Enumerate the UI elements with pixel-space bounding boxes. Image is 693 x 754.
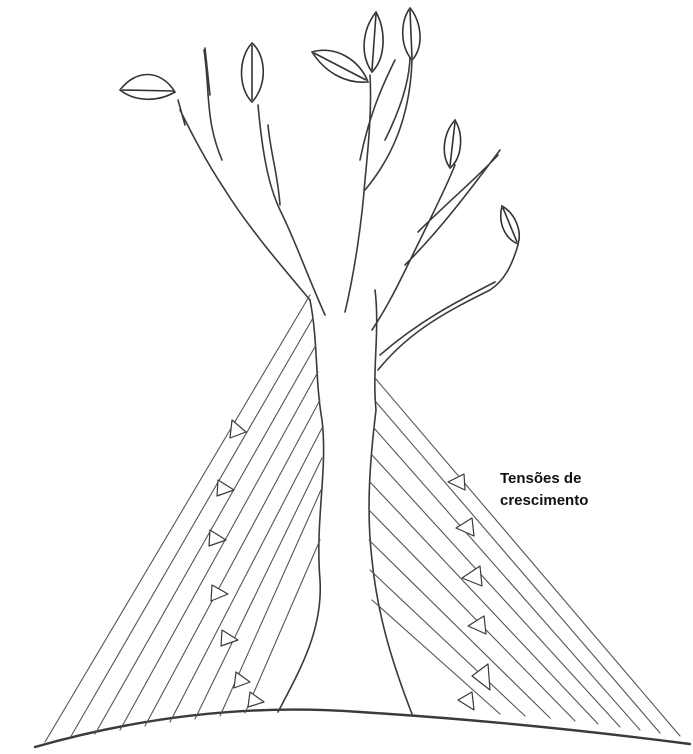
arrow-right-2 [456,518,474,536]
arrows-right [448,474,490,710]
arrow-left-7 [248,692,264,707]
stress-lines-right [369,378,680,736]
caption-line-1: Tensões de [500,468,588,490]
branch-left [258,105,325,315]
arrow-left-6 [234,672,250,688]
stress-line-right-2 [376,402,660,733]
branch-center [345,55,412,312]
branch-far-right [378,245,518,370]
arrow-right-1 [448,474,465,490]
trunk-left-outline [278,300,324,712]
stress-line-right-5 [370,482,598,724]
stress-line-left-1 [45,295,310,742]
leaf-center-right [403,8,420,60]
arrow-left-5 [221,630,238,646]
arrows-left [209,420,264,707]
stress-line-right-7 [369,540,550,718]
arrow-left-1 [230,420,246,438]
arrow-right-4 [468,616,486,634]
stress-line-left-9 [245,540,320,713]
branch-right [372,150,500,330]
caption-line-2: crescimento [500,490,588,512]
leaf-far-left [120,75,175,100]
stress-lines-left [45,295,322,742]
leaf-center-left [312,50,368,82]
stress-line-right-1 [375,378,680,736]
ground-line [35,710,690,747]
stress-line-right-8 [370,570,525,716]
leaf-center [364,12,383,72]
leaf-left [242,43,264,102]
stress-line-left-4 [120,372,318,730]
arrow-right-6 [458,692,474,710]
trunk-right-outline [369,290,412,714]
stress-line-left-2 [70,318,313,738]
leaf-far-right [501,206,519,244]
growth-stress-caption: Tensões de crescimento [500,468,588,512]
stress-line-left-6 [170,428,322,722]
leaf-right [444,120,460,168]
